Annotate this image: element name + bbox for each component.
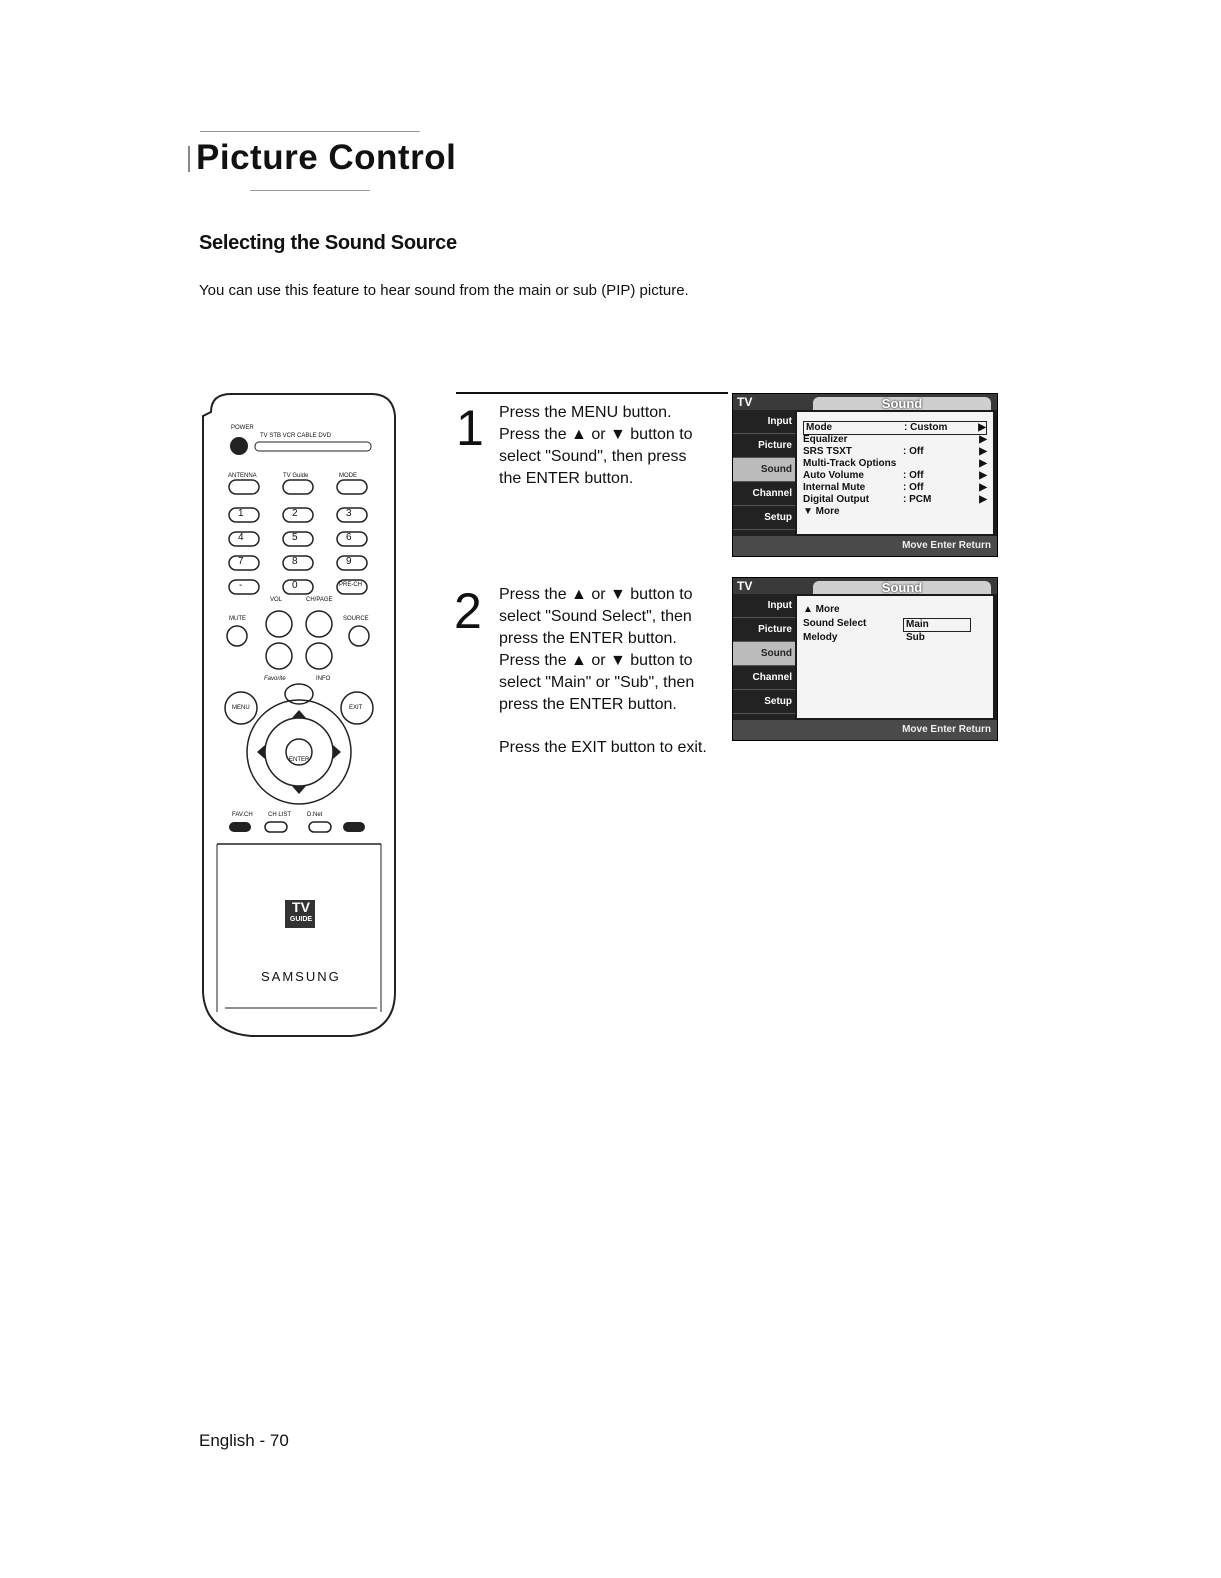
osd-row-multitrack: Multi-Track Options▶ <box>803 458 987 469</box>
remote-vol-label: VOL <box>270 597 283 603</box>
tv-guide-logo-tv: TV <box>292 899 310 915</box>
step-1-text: Press the MENU button. Press the ▲ or ▼ … <box>499 404 693 487</box>
remote-info-label: INFO <box>316 676 331 682</box>
remote-digit-0: 0 <box>292 580 298 591</box>
page-title: Picture Control <box>196 138 457 177</box>
remote-digit-dash: - <box>239 580 243 591</box>
remote-power-label: POWER <box>231 425 254 431</box>
osd-footer: Move Enter Return <box>733 536 997 556</box>
scan-noise-line <box>250 190 370 191</box>
remote-digit-6: 6 <box>346 532 352 543</box>
remote-digit-8: 8 <box>292 556 298 567</box>
osd-sidebar: Input Picture Sound Channel Setup Listin… <box>733 594 795 738</box>
remote-mute-label: MUTE <box>229 616 246 622</box>
sound-menu-screenshot: TV Sound Input Picture Sound Channel Set… <box>732 393 998 557</box>
osd-row-auto-volume: Auto Volume: Off▶ <box>803 470 987 481</box>
remote-control-illustration <box>202 393 396 1037</box>
brand-logo: SAMSUNG <box>261 969 341 984</box>
remote-favorite-label: Favorite <box>264 676 286 682</box>
section-title: Selecting the Sound Source <box>199 232 457 254</box>
osd-side-input: Input <box>733 594 795 618</box>
remote-exit-label: EXIT <box>349 705 363 711</box>
remote-prech-label: PRE-CH <box>339 582 363 588</box>
osd-side-channel: Channel <box>733 666 795 690</box>
step-2-text: Press the ▲ or ▼ button to select "Sound… <box>499 586 695 713</box>
osd-row-equalizer: Equalizer▶ <box>803 434 987 445</box>
step-number-1: 1 <box>456 400 484 456</box>
osd-tv-label: TV <box>737 395 753 409</box>
remote-menu-label: MENU <box>232 705 250 711</box>
osd-row-more: ▼ More <box>803 506 840 517</box>
tv-guide-logo-guide: GUIDE <box>289 916 313 923</box>
osd-side-setup: Setup <box>733 690 795 714</box>
remote-antenna-label: ANTENNA <box>228 473 257 479</box>
osd-header-title: Sound <box>813 397 991 410</box>
osd-menu-panel: Mode: Custom▶ Equalizer▶ SRS TSXT: Off▶ … <box>797 412 993 534</box>
remote-enter-label: ENTER <box>289 757 310 763</box>
remote-digit-4: 4 <box>238 532 244 543</box>
osd-sidebar: Input Picture Sound Channel Setup Listin… <box>733 410 795 554</box>
scan-noise-line <box>200 131 420 132</box>
remote-digit-2: 2 <box>292 508 298 519</box>
osd-side-setup: Setup <box>733 506 795 530</box>
remote-source-label: SOURCE <box>343 616 369 622</box>
osd-row-srs: SRS TSXT: Off▶ <box>803 446 987 457</box>
remote-mode-labels: TV STB VCR CABLE DVD <box>260 433 332 439</box>
step-number-2: 2 <box>454 583 482 639</box>
osd-row-internal-mute: Internal Mute: Off▶ <box>803 482 987 493</box>
sound-select-screenshot: TV Sound Input Picture Sound Channel Set… <box>732 577 998 741</box>
title-mark <box>188 146 190 172</box>
osd-side-picture: Picture <box>733 618 795 642</box>
remote-digit-9: 9 <box>346 556 352 567</box>
remote-favch-label: FAV.CH <box>232 812 253 818</box>
osd-side-sound: Sound <box>733 458 795 482</box>
remote-digit-3: 3 <box>346 508 352 519</box>
remote-tvguide-label: TV Guide <box>283 473 309 479</box>
remote-digit-7: 7 <box>238 556 244 567</box>
osd-header: TV Sound <box>733 394 997 410</box>
osd-row-mode: Mode: Custom▶ <box>803 421 987 435</box>
exit-note: Press the EXIT button to exit. <box>499 739 707 756</box>
remote-digit-5: 5 <box>292 532 298 543</box>
intro-text: You can use this feature to hear sound f… <box>199 282 689 299</box>
remote-ch-label: CH/PAGE <box>306 597 333 603</box>
page-number: English - 70 <box>199 1431 289 1450</box>
osd-side-input: Input <box>733 410 795 434</box>
remote-chlist-label: CH LIST <box>268 812 292 818</box>
osd-header: TV Sound <box>733 578 997 594</box>
osd-header-title: Sound <box>813 581 991 594</box>
remote-dnet-label: D.Net <box>307 812 323 818</box>
osd-footer: Move Enter Return <box>733 720 997 740</box>
osd-side-channel: Channel <box>733 482 795 506</box>
osd-side-sound: Sound <box>733 642 795 666</box>
osd-row-digital-output: Digital Output: PCM▶ <box>803 494 987 505</box>
remote-mode-label: MODE <box>339 473 357 479</box>
osd-tv-label: TV <box>737 579 753 593</box>
step-divider <box>456 392 728 394</box>
osd-row-more: ▲ More <box>803 604 840 615</box>
remote-digit-1: 1 <box>238 508 244 519</box>
osd-side-picture: Picture <box>733 434 795 458</box>
